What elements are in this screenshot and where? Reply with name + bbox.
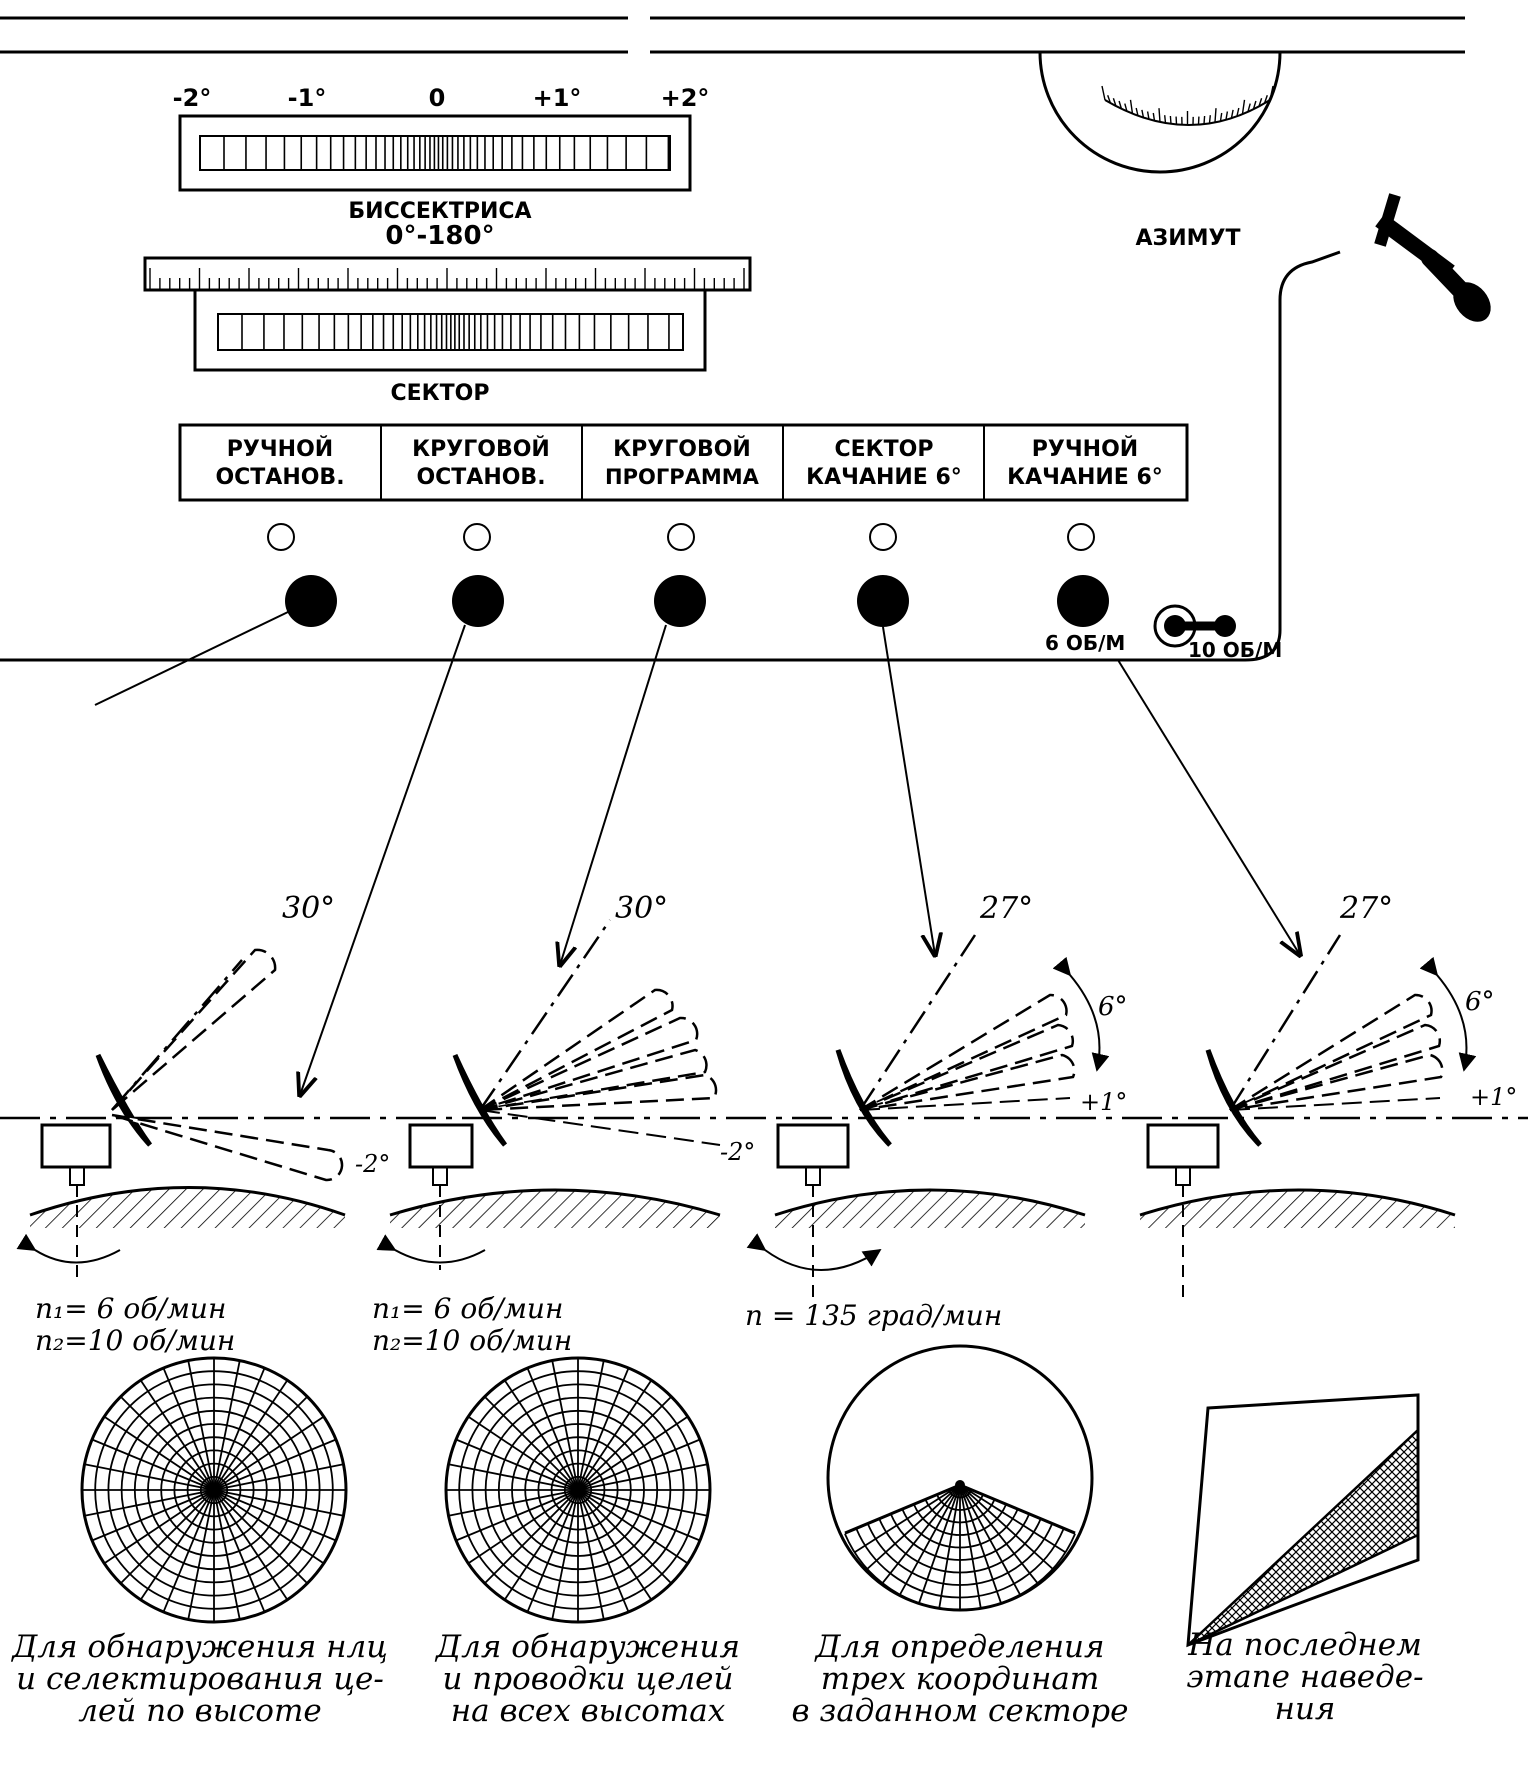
scene-angle-label: 30° [615,891,668,926]
mode-box-manual-stop: РУЧНОЙ ОСТАНОВ. [215,436,344,490]
speed-toggle-switch[interactable] [1153,604,1236,648]
mode-label: ПРОГРАММА [605,465,760,489]
indicator-lamp-icon [267,523,295,551]
scene-low-angle-label: +1° [1470,1083,1517,1111]
scale-tick-label: -1° [288,84,327,112]
caption-line: На последнем [1187,1627,1422,1663]
scale-tick-label: 0 [429,84,446,112]
mode-label: ОСТАНОВ. [416,465,545,490]
mode-label: ОСТАНОВ. [215,465,344,490]
mode-box-manual-swing: РУЧНОЙ КАЧАНИЕ 6° [1007,436,1163,490]
swing-arrow-icon [746,1233,882,1271]
caption-line: Для обнаружения нлц [10,1629,388,1665]
scene-low-angle-label: +1° [1080,1088,1127,1116]
scene-low-angle-label: -2° [720,1138,755,1166]
mode-button-sector-swing[interactable] [857,575,909,627]
scan-pattern-tracking [1186,1393,1420,1648]
caption-line: и проводки целей [442,1661,733,1697]
mode-label: КРУГОВОЙ [412,436,550,462]
mode-label: КАЧАНИЕ 6° [1007,465,1163,490]
panel-outline [0,250,1341,662]
scene-angle-label: 30° [282,891,335,926]
mode-label: СЕКТОР [835,437,934,462]
indicator-lamp-icon [463,523,491,551]
mode-button-circular-program[interactable] [654,575,706,627]
caption-line: лей по высоте [78,1693,321,1729]
scan-pattern-circular [80,1356,348,1624]
scene-angle-label: 27° [979,891,1033,926]
mode-selector: РУЧНОЙ ОСТАНОВ. КРУГОВОЙ ОСТАНОВ. КРУГОВ… [178,423,1189,502]
azimuth-label: АЗИМУТ [1136,226,1241,251]
azimuth-dial: АЗИМУТ [1038,51,1282,251]
sector-label: СЕКТОР [391,381,490,406]
scan-pattern-circular [444,1356,712,1624]
speed-label-6: 6 ОБ/М [1045,631,1125,655]
indicator-lamp-icon [667,523,695,551]
swing-arc-icon [1419,956,1477,1072]
scene-low-angle-label: -2° [355,1150,390,1178]
scene-angle-label: 27° [1339,891,1393,926]
speed-text: n = 135 град/мин [745,1299,1002,1332]
caption-line: и селектирования це- [16,1661,384,1697]
speed-text: n₂=10 об/мин [35,1324,235,1357]
range-label: 0°-180° [385,221,494,251]
crank-handle-icon[interactable] [1374,193,1498,329]
swing-arc-icon [1052,956,1110,1072]
caption-line: ния [1275,1691,1336,1727]
scene-4: 27° 6° +1° На последнем этапе наведе- ни… [1139,891,1517,1727]
caption-line: этапе наведе- [1186,1659,1423,1695]
speed-label-10: 10 ОБ/М [1188,638,1282,662]
mode-label: КАЧАНИЕ 6° [806,465,962,490]
bisector-label: БИССЕКТРИСА [348,199,531,224]
rotation-arrow-icon [16,1233,121,1264]
scene-1: 30° -2° n₁= 6 об/мин n₂=10 об/мин Для об… [10,891,390,1729]
scale-tick-label: +1° [533,84,582,112]
caption-line: Для определения [813,1629,1104,1665]
speed-text: n₂=10 об/мин [372,1324,572,1357]
mode-button-manual-stop[interactable] [285,575,337,627]
caption-line: трех координат [821,1661,1100,1697]
mode-label: РУЧНОЙ [227,436,333,462]
sector-scale: СЕКТОР [143,256,752,406]
scene-3: 27° 6° +1° n = 135 град/мин Для определе… [745,891,1128,1729]
scale-tick-label: +2° [661,84,710,112]
speed-text: n₁= 6 об/мин [372,1292,563,1325]
scene-2: 30° -2° n₁= 6 об/мин n₂=10 об/мин Для об… [372,891,755,1729]
speed-text: n₁= 6 об/мин [35,1292,226,1325]
indicator-lamp-icon [869,523,897,551]
leader-lines [94,611,1300,1095]
caption-line: Для обнаружения [434,1629,740,1665]
scene-swing-label: 6° [1098,992,1128,1022]
caption-line: на всех высотах [451,1693,726,1729]
caption-line: в заданном секторе [792,1693,1129,1729]
mode-button-manual-swing[interactable] [1057,575,1109,627]
mode-button-circular-stop[interactable] [452,575,504,627]
control-panel: -2° -1° 0 +1° +2° БИССЕКТРИСА 0°-180° СЕ… [0,16,1498,662]
rotation-arrow-icon [376,1234,486,1264]
mode-box-circular-program: КРУГОВОЙ ПРОГРАММА [605,436,760,489]
scan-pattern-sector [826,1344,1094,1612]
scale-tick-label: -2° [173,84,212,112]
scene-swing-label: 6° [1465,987,1495,1017]
mode-label: КРУГОВОЙ [613,436,751,462]
indicator-lamp-icon [1067,523,1095,551]
mode-box-sector-swing: СЕКТОР КАЧАНИЕ 6° [806,437,962,490]
bisector-scale: -2° -1° 0 +1° +2° БИССЕКТРИСА 0°-180° [173,84,710,251]
mode-box-circular-stop: КРУГОВОЙ ОСТАНОВ. [412,436,550,490]
mode-label: РУЧНОЙ [1032,436,1138,462]
